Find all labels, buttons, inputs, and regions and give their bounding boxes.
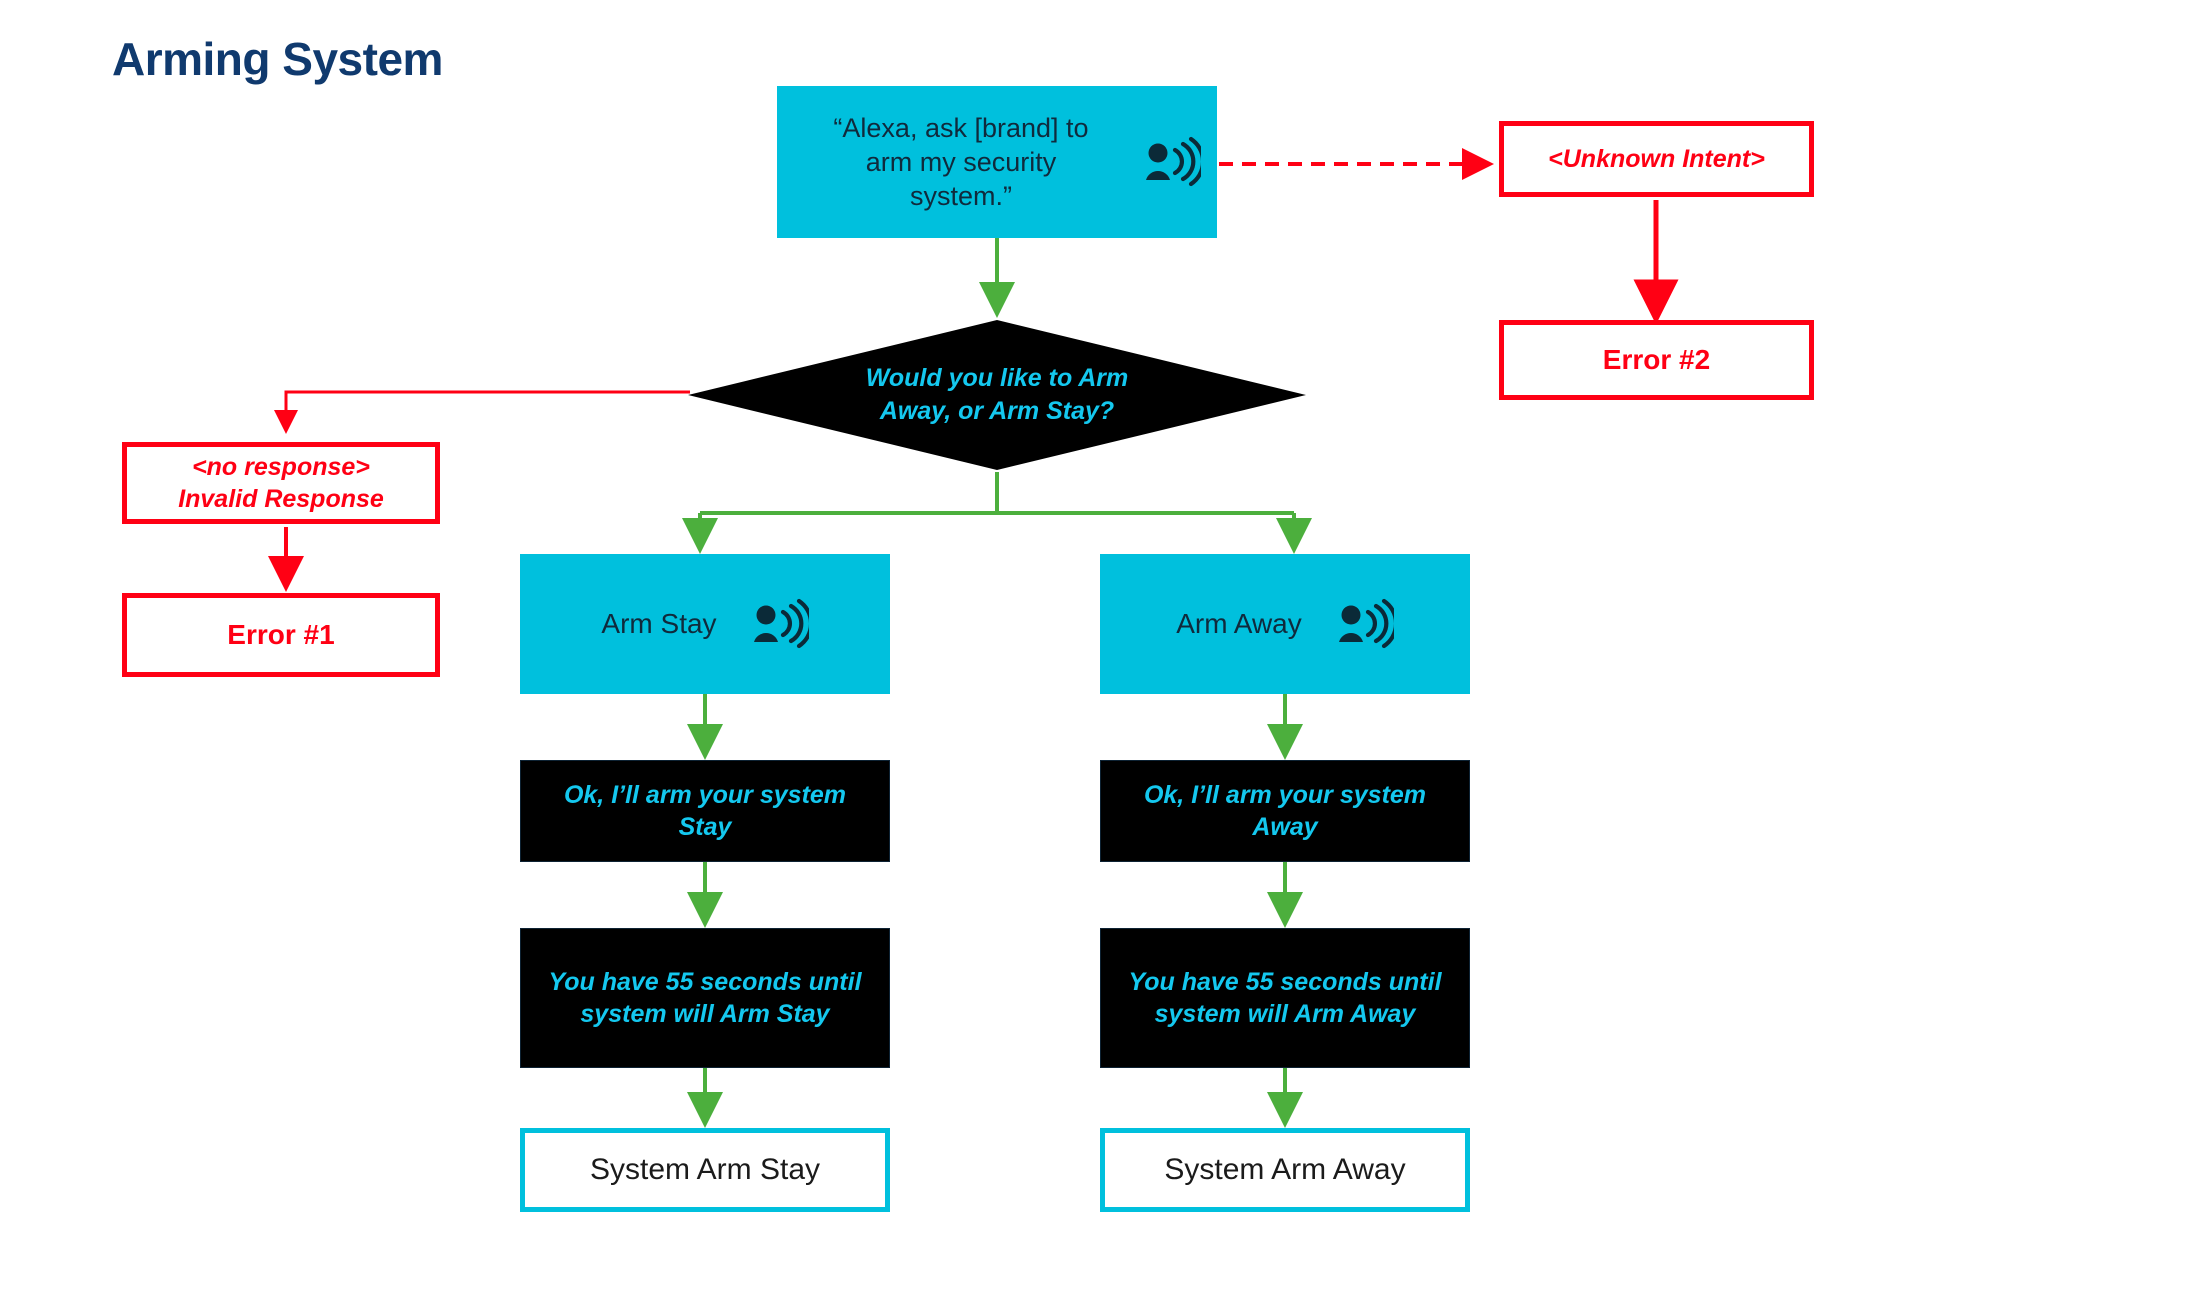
node-root-utterance[interactable]: “Alexa, ask [brand] to arm my security s… — [777, 86, 1217, 238]
edge-decision-to-no-response — [274, 390, 690, 434]
node-timer-stay[interactable]: You have 55 seconds until system will Ar… — [520, 928, 890, 1068]
voice-user-icon — [1143, 136, 1201, 188]
response-away-label: Ok, I’ll arm your system Away — [1143, 780, 1427, 842]
error-1-label: Error #1 — [227, 618, 335, 650]
page-title: Arming System — [112, 33, 443, 85]
timer-stay-label: You have 55 seconds until system will Ar… — [548, 967, 862, 1029]
voice-user-icon — [751, 598, 809, 650]
node-unknown-intent[interactable]: <Unknown Intent> — [1499, 121, 1814, 197]
unknown-intent-label: <Unknown Intent> — [1548, 144, 1765, 173]
node-response-stay[interactable]: Ok, I’ll arm your system Stay — [520, 760, 890, 862]
node-timer-away[interactable]: You have 55 seconds until system will Ar… — [1100, 928, 1470, 1068]
system-arm-stay-label: System Arm Stay — [589, 1153, 821, 1186]
error-2-label: Error #2 — [1602, 343, 1711, 375]
node-decision[interactable]: Would you like to Arm Away, or Arm Stay? — [688, 320, 1306, 470]
decision-label: Would you like to Arm Away, or Arm Stay? — [865, 364, 1129, 425]
node-arm-away-utterance[interactable]: Arm Away — [1100, 554, 1470, 694]
response-stay-label: Ok, I’ll arm your system Stay — [563, 780, 847, 842]
system-arm-away-label: System Arm Away — [1164, 1153, 1406, 1186]
arm-away-label: Arm Away — [1176, 608, 1302, 640]
node-error-1[interactable]: Error #1 — [122, 593, 440, 677]
no-response-line2: Invalid Response — [178, 485, 384, 513]
timer-away-label: You have 55 seconds until system will Ar… — [1128, 967, 1442, 1029]
root-utterance-label: “Alexa, ask [brand] to arm my security s… — [833, 112, 1089, 211]
node-system-arm-away[interactable]: System Arm Away — [1100, 1128, 1470, 1212]
node-arm-stay-utterance[interactable]: Arm Stay — [520, 554, 890, 694]
no-response-line1: <no response> — [192, 452, 370, 481]
node-system-arm-stay[interactable]: System Arm Stay — [520, 1128, 890, 1212]
voice-user-icon — [1336, 598, 1394, 650]
arm-stay-label: Arm Stay — [601, 608, 717, 640]
node-response-away[interactable]: Ok, I’ll arm your system Away — [1100, 760, 1470, 862]
no-response-label: <no response> Invalid Response — [178, 451, 384, 516]
node-no-response[interactable]: <no response> Invalid Response — [122, 442, 440, 524]
node-error-2[interactable]: Error #2 — [1499, 320, 1814, 400]
